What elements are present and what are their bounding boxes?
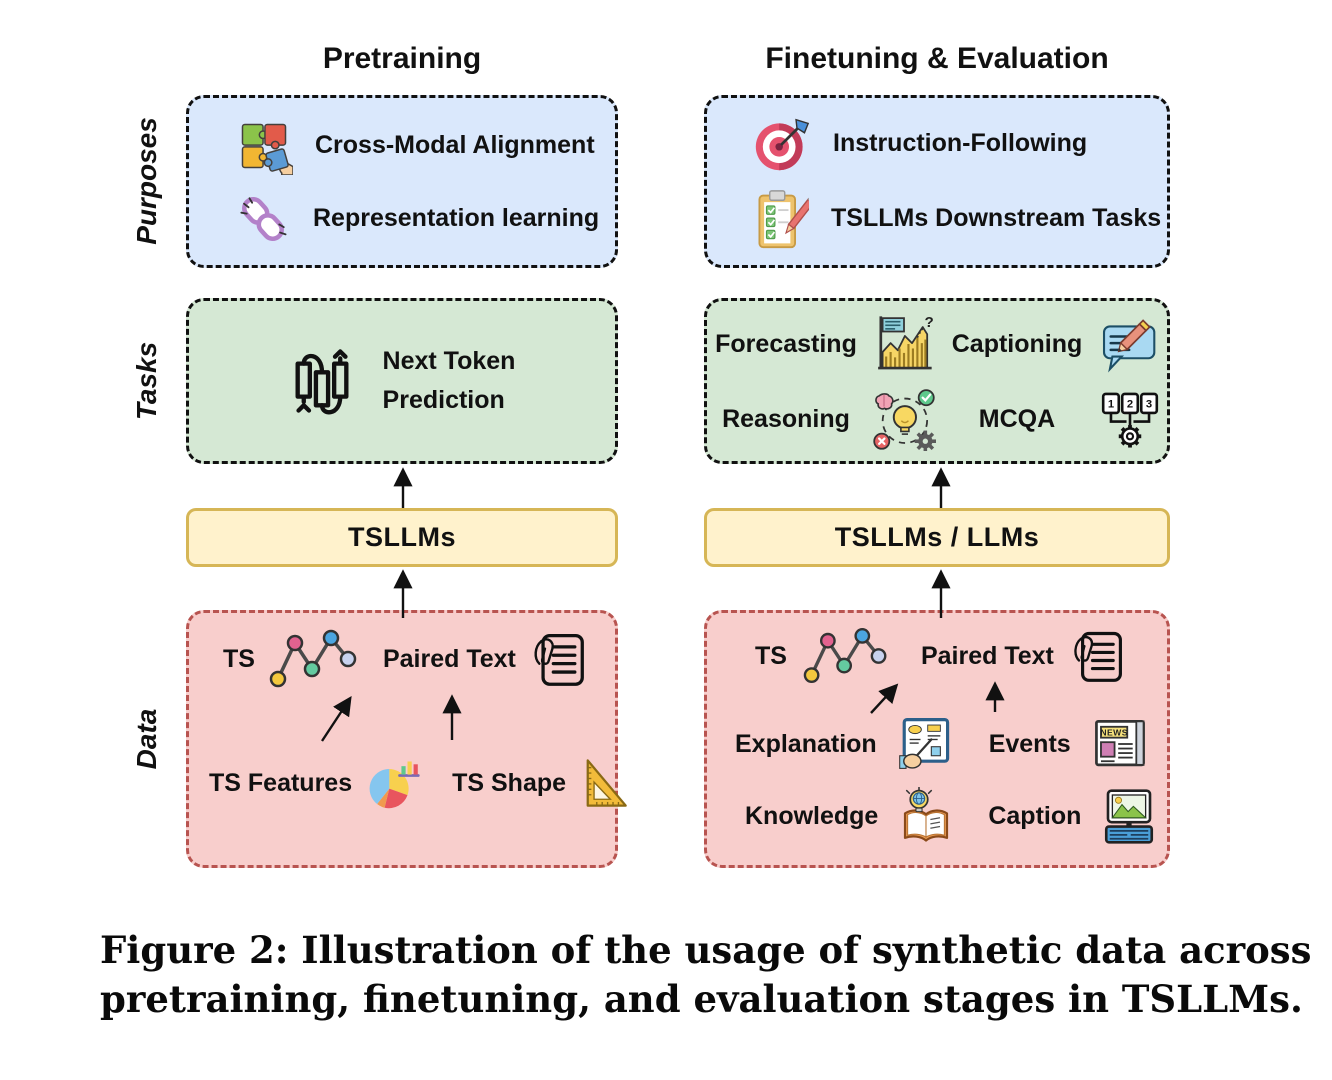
clipboard-checklist-icon xyxy=(753,189,809,249)
purpose-item-cross-modal: Cross-Modal Alignment xyxy=(235,117,615,175)
explanation-label: Explanation xyxy=(735,729,877,758)
svg-text:3: 3 xyxy=(1146,399,1152,411)
mcqa-gear-icon: 1 2 3 xyxy=(1098,388,1162,450)
column-header-pretraining: Pretraining xyxy=(322,42,482,75)
ts-line-chart-icon xyxy=(269,629,361,689)
paired-text-doc-icon xyxy=(530,630,586,688)
data-row-knowledge-caption: Knowledge xyxy=(745,787,1157,845)
purpose-label: TSLLMs Downstream Tasks xyxy=(831,204,1162,232)
task-label-mcqa: MCQA xyxy=(978,404,1056,433)
column-header-finetuning: Finetuning & Evaluation xyxy=(765,42,1109,75)
row-label-tasks: Tasks xyxy=(131,341,162,421)
figure-caption: Figure 2: Illustration of the usage of s… xyxy=(100,926,1312,1024)
data-pretraining-panel: TS Paired Text xyxy=(186,610,627,868)
caption-bubble-icon xyxy=(1099,315,1161,373)
task-label-reasoning: Reasoning xyxy=(722,404,850,433)
model-box-tsllms-llms: TSLLMs / LLMs xyxy=(704,508,1170,567)
triangle-ruler-icon xyxy=(578,755,630,811)
caption-line-2: pretraining, finetuning, and evaluation … xyxy=(100,977,1303,1022)
purpose-item-representation: Representation learning xyxy=(235,191,615,247)
ts-line-chart-icon xyxy=(803,627,891,685)
svg-text:1: 1 xyxy=(1108,399,1114,411)
next-token-prediction-label: Next Token Prediction xyxy=(382,347,516,414)
task-label-forecasting: Forecasting xyxy=(715,329,857,358)
paired-text-doc-icon xyxy=(1070,628,1124,684)
purposes-pretraining-panel: Cross-Modal Alignment Representation lea… xyxy=(186,95,618,268)
monitor-image-icon xyxy=(1101,787,1157,845)
target-dart-icon xyxy=(753,115,811,173)
events-label: Events xyxy=(988,729,1071,758)
ts-features-label: TS Features xyxy=(209,768,353,797)
purpose-label: Representation learning xyxy=(313,204,600,232)
purposes-finetuning-panel: Instruction-Following xyxy=(704,95,1170,268)
data-row-ts-paired-text: TS Paired Text xyxy=(755,627,1124,685)
reasoning-bulb-icon xyxy=(872,387,936,451)
caption-label: Caption xyxy=(988,801,1082,830)
data-row-ts-sources: TS Features TS Shape xyxy=(209,753,630,813)
tasks-finetuning-panel: Forecasting xyxy=(704,298,1170,464)
ts-label: TS xyxy=(755,641,787,670)
row-label-data: Data xyxy=(131,708,162,770)
data-row-explanation-events: Explanation Events xyxy=(735,715,1149,773)
forecast-chart-icon: ? xyxy=(871,311,937,377)
book-bulb-icon xyxy=(898,787,954,845)
purpose-item-downstream: TSLLMs Downstream Tasks xyxy=(753,189,1167,249)
model-box-tsllms: TSLLMs xyxy=(186,508,618,567)
puzzle-icon xyxy=(235,117,293,175)
token-sequence-icon xyxy=(289,340,355,422)
svg-text:NEWS: NEWS xyxy=(1100,727,1128,737)
purpose-label: Instruction-Following xyxy=(833,129,1088,157)
caption-line-1: Figure 2: Illustration of the usage of s… xyxy=(100,928,1312,972)
paired-text-label: Paired Text xyxy=(920,641,1054,670)
knowledge-label: Knowledge xyxy=(745,801,879,830)
presentation-hand-icon xyxy=(897,715,953,773)
task-label-captioning: Captioning xyxy=(951,329,1083,358)
tasks-pretraining-panel: Next Token Prediction xyxy=(186,298,618,464)
data-row-ts-paired-text: TS Paired Text xyxy=(223,629,586,689)
purpose-item-instruction: Instruction-Following xyxy=(753,115,1167,173)
row-label-purposes: Purposes xyxy=(131,117,162,245)
paired-text-label: Paired Text xyxy=(382,644,516,673)
svg-text:?: ? xyxy=(925,314,934,331)
data-finetuning-panel: TS Paired Text xyxy=(704,610,1170,868)
ts-shape-label: TS Shape xyxy=(452,768,567,797)
chain-link-icon xyxy=(235,191,291,247)
ts-label: TS xyxy=(223,644,255,673)
svg-text:2: 2 xyxy=(1127,399,1133,411)
newspaper-icon: NEWS xyxy=(1091,717,1149,771)
pie-chart-icon xyxy=(364,753,422,813)
purpose-label: Cross-Modal Alignment xyxy=(315,131,595,159)
